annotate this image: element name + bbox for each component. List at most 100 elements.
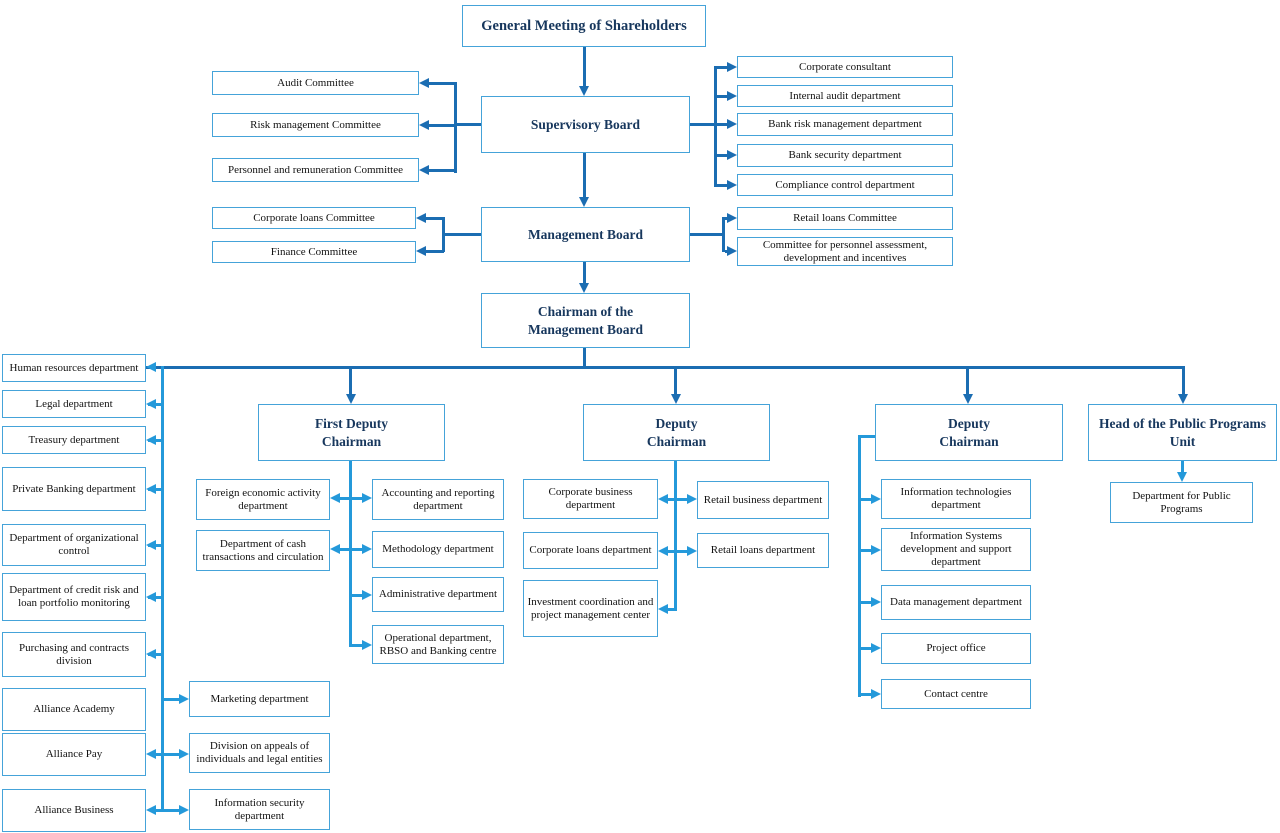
box-audit: Audit Committee [212, 71, 419, 95]
connector-line [722, 217, 725, 252]
arrowhead-icon [146, 484, 156, 494]
arrowhead-icon [727, 62, 737, 72]
box-contact: Contact centre [881, 679, 1031, 709]
box-label: Project office [926, 642, 986, 655]
arrowhead-icon [416, 213, 426, 223]
connector-line [150, 753, 184, 756]
connector-line [674, 366, 677, 397]
connector-line [664, 550, 692, 553]
connector-line [717, 123, 731, 126]
connector-line [861, 647, 875, 650]
box-label: Alliance Academy [33, 703, 115, 716]
box-label: Compliance control department [775, 178, 915, 191]
arrowhead-icon [146, 749, 156, 759]
arrowhead-icon [579, 197, 589, 207]
arrowhead-icon [687, 494, 697, 504]
box-mb: Management Board [481, 207, 690, 262]
arrowhead-icon [419, 78, 429, 88]
box-label: Head of the Public Programs Unit [1099, 415, 1266, 449]
arrowhead-icon [727, 246, 737, 256]
box-appeals: Division on appeals of individuals and l… [189, 733, 330, 773]
box-label: Foreign economic activity department [205, 486, 321, 512]
box-label: Committee for personnel assessment, deve… [762, 238, 928, 264]
connector-line [349, 366, 352, 397]
box-dc1: Deputy Chairman [583, 404, 770, 461]
arrowhead-icon [871, 689, 881, 699]
box-corp-consultant: Corporate consultant [737, 56, 953, 78]
arrowhead-icon [362, 544, 372, 554]
arrowhead-icon [146, 362, 156, 372]
box-label: Administrative department [378, 588, 498, 601]
connector-line [148, 488, 164, 491]
box-label: Retail business department [703, 493, 823, 506]
arrowhead-icon [1177, 472, 1187, 482]
connector-line [349, 461, 352, 647]
box-label: Management Board [527, 226, 644, 242]
box-personnel-assess: Committee for personnel assessment, deve… [737, 237, 953, 266]
box-label: Data management department [890, 596, 1022, 609]
box-finance-c: Finance Committee [212, 241, 416, 263]
arrowhead-icon [727, 150, 737, 160]
box-operational: Operational department, RBSO and Banking… [372, 625, 504, 664]
connector-line [717, 95, 731, 98]
box-label: Deputy Chairman [646, 415, 707, 449]
arrowhead-icon [362, 590, 372, 600]
arrowhead-icon [1178, 394, 1188, 404]
box-retail-loans-c: Retail loans Committee [737, 207, 953, 230]
connector-line [690, 123, 717, 126]
box-fdc: First Deputy Chairman [258, 404, 445, 461]
box-public-programs: Department for Public Programs [1110, 482, 1253, 523]
box-retail-loans-d: Retail loans department [697, 533, 829, 568]
box-bank-risk: Bank risk management department [737, 113, 953, 136]
connector-line [150, 809, 184, 812]
arrowhead-icon [871, 545, 881, 555]
connector-line [336, 497, 366, 500]
box-internal-audit: Internal audit department [737, 85, 953, 107]
box-label: Information security department [214, 796, 305, 822]
arrowhead-icon [871, 597, 881, 607]
connector-line [861, 498, 875, 501]
arrowhead-icon [346, 394, 356, 404]
box-label: Marketing department [210, 692, 309, 705]
connector-line [861, 549, 875, 552]
box-label: Operational department, RBSO and Banking… [379, 631, 497, 657]
connector-line [858, 435, 861, 697]
box-purchasing: Purchasing and contracts division [2, 632, 146, 677]
box-chairman: Chairman of the Management Board [481, 293, 690, 348]
box-label: Retail loans department [710, 544, 816, 557]
box-data-mgmt: Data management department [881, 585, 1031, 620]
box-label: Investment coordination and project mana… [527, 595, 654, 621]
arrowhead-icon [146, 435, 156, 445]
connector-line [424, 217, 444, 220]
arrowhead-icon [671, 394, 681, 404]
box-label: Department of organizational control [9, 532, 139, 557]
arrowhead-icon [146, 805, 156, 815]
connector-line [426, 124, 456, 127]
arrowhead-icon [871, 643, 881, 653]
box-label: Finance Committee [270, 245, 358, 258]
connector-line [583, 348, 586, 368]
box-label: Deputy Chairman [939, 415, 999, 449]
arrowhead-icon [330, 544, 340, 554]
arrowhead-icon [963, 394, 973, 404]
connector-line [161, 698, 183, 701]
box-label: Bank risk management department [768, 118, 922, 131]
box-label: Legal department [35, 397, 113, 410]
box-hpu: Head of the Public Programs Unit [1088, 404, 1277, 461]
arrowhead-icon [146, 592, 156, 602]
connector-line [148, 439, 164, 442]
arrowhead-icon [871, 494, 881, 504]
box-pay: Alliance Pay [2, 733, 146, 776]
arrowhead-icon [579, 283, 589, 293]
arrowhead-icon [146, 540, 156, 550]
box-label: Corporate loans Committee [253, 211, 375, 224]
arrowhead-icon [727, 119, 737, 129]
connector-line [1182, 366, 1185, 397]
connector-line [674, 461, 677, 611]
connector-line [146, 366, 1185, 369]
box-infosec: Information security department [189, 789, 330, 830]
arrowhead-icon [416, 246, 426, 256]
connector-line [665, 608, 677, 611]
box-hr: Human resources department [2, 354, 146, 382]
box-label: Methodology department [382, 543, 494, 556]
